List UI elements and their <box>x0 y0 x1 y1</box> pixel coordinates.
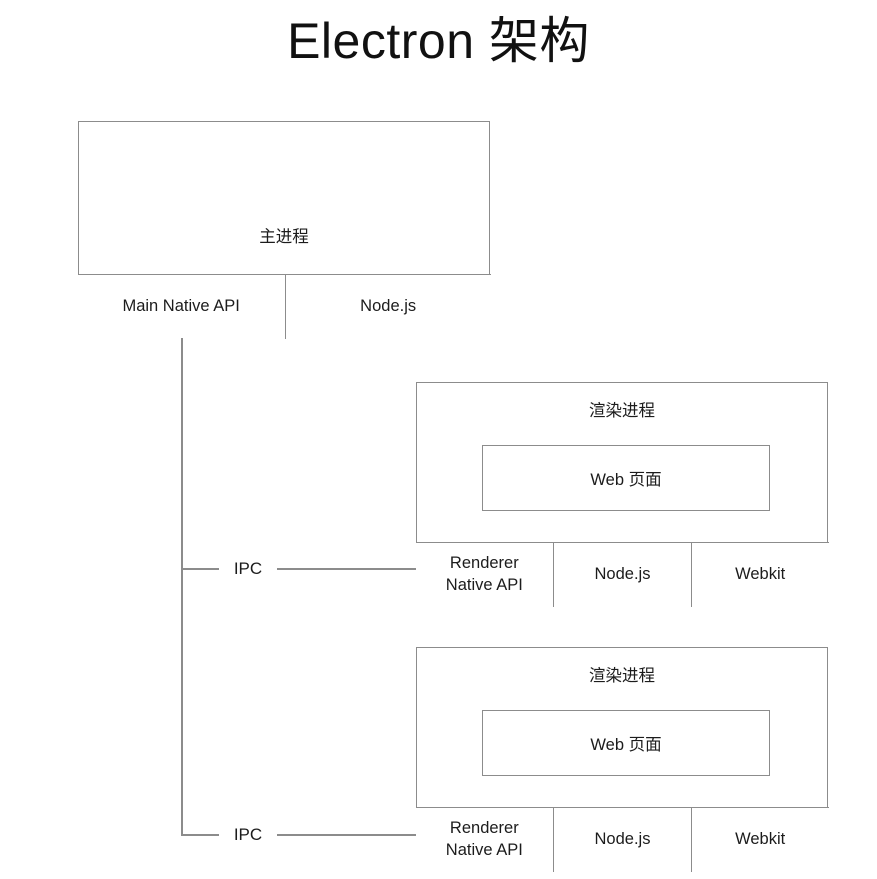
renderer-process-box-2: 渲染进程 Web 页面 Renderer Native API Node.js … <box>415 647 829 872</box>
renderer-native-api-cell-1: Renderer Native API <box>415 542 554 607</box>
renderer-native-api-line1: Renderer <box>449 554 519 573</box>
renderer-process-title-2: 渲染进程 <box>589 667 655 685</box>
web-page-box-1: Web 页面 <box>482 445 770 511</box>
renderer-footer-row-2: Renderer Native API Node.js Webkit <box>415 806 829 872</box>
ipc-stub-right-1 <box>277 568 416 570</box>
ipc-stub-right-2 <box>277 834 416 836</box>
renderer-nodejs-cell-2: Node.js <box>553 807 691 872</box>
renderer-nodejs-cell-1: Node.js <box>553 542 691 607</box>
main-process-title: 主进程 <box>259 228 309 246</box>
ipc-stub-left-1 <box>181 568 220 570</box>
main-process-footer-row: Main Native API Node.js <box>77 273 491 339</box>
renderer-webkit-cell-1: Webkit <box>690 542 829 607</box>
renderer-process-box-1: 渲染进程 Web 页面 Renderer Native API Node.js … <box>415 382 829 607</box>
renderer-webkit-cell-2: Webkit <box>690 807 829 872</box>
renderer-native-api-cell-2: Renderer Native API <box>415 807 554 872</box>
main-process-box: 主进程 Main Native API Node.js <box>77 121 491 339</box>
page-title: Electron 架构 <box>287 13 590 69</box>
ipc-stub-left-2 <box>181 834 220 836</box>
main-nodejs-cell: Node.js <box>284 274 491 339</box>
renderer-native-api-line2: Native API <box>445 575 523 594</box>
renderer-footer-row-1: Renderer Native API Node.js Webkit <box>415 541 829 607</box>
ipc-label-1: IPC <box>219 560 277 577</box>
web-page-box-2: Web 页面 <box>482 710 770 776</box>
ipc-label-2: IPC <box>219 826 277 843</box>
main-native-api-cell: Main Native API <box>77 274 285 339</box>
renderer-native-api-line1: Renderer <box>449 819 519 838</box>
renderer-native-api-line2: Native API <box>445 840 523 859</box>
renderer-process-title-1: 渲染进程 <box>589 402 655 420</box>
ipc-trunk-line <box>181 338 183 835</box>
